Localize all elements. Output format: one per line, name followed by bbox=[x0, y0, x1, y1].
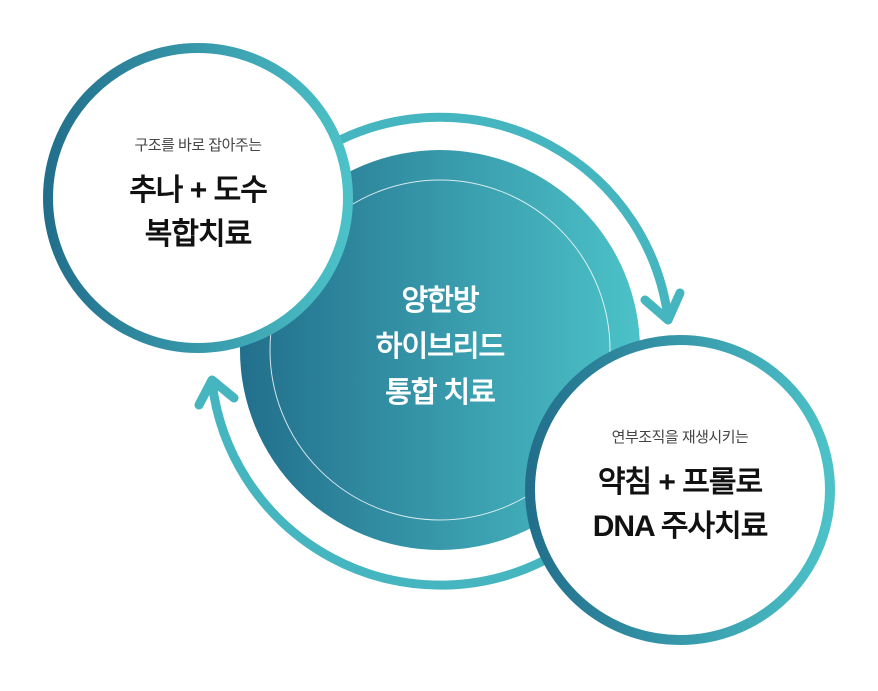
bottom-cycle-arrow bbox=[194, 375, 550, 590]
center-line-1: 양한방 bbox=[401, 285, 479, 317]
center-inner-ring bbox=[269, 179, 611, 521]
right-node-label: 연부조직을 재생시키는 약침 + 프롤로 DNA 주사치료 bbox=[530, 426, 830, 549]
left-node-label: 구조를 바로 잡아주는 추나 + 도수 복합치료 bbox=[48, 134, 348, 257]
right-node-circle bbox=[525, 335, 835, 645]
left-node-subtitle: 구조를 바로 잡아주는 bbox=[134, 137, 262, 154]
left-node-title-2: 복합치료 bbox=[144, 218, 252, 251]
right-node-title-1: 약침 + 프롤로 bbox=[597, 466, 763, 499]
right-node-subtitle: 연부조직을 재생시키는 bbox=[611, 429, 749, 446]
center-line-3: 통합 치료 bbox=[385, 377, 496, 409]
center-line-2: 하이브리드 bbox=[375, 331, 505, 363]
right-node-title-2: DNA 주사치료 bbox=[592, 510, 769, 543]
center-label: 양한방 하이브리드 통합 치료 bbox=[240, 278, 640, 416]
top-cycle-arrow bbox=[335, 112, 685, 325]
left-node-title-1: 추나 + 도수 bbox=[129, 174, 268, 207]
left-node-circle bbox=[43, 43, 353, 353]
